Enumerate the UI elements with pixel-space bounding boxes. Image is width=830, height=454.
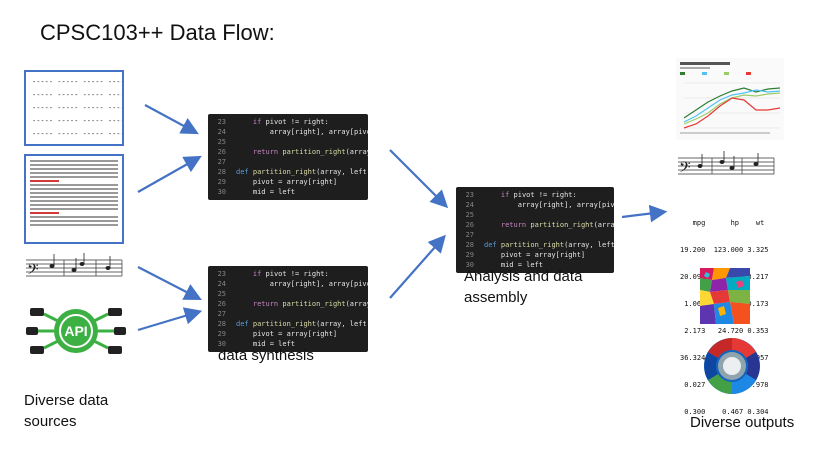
arrow-music-to-code2 xyxy=(137,266,202,301)
arrow-code1-to-code3 xyxy=(389,149,449,209)
code-line: 30 mid = left xyxy=(208,187,368,197)
line-number: 26 xyxy=(217,148,226,156)
source-sheet-music-image: 𝄢 xyxy=(26,253,123,282)
output-voronoi-mosaic xyxy=(700,268,750,324)
line-number: 25 xyxy=(217,138,226,146)
code-text: def partition_right(array, left, right, xyxy=(484,241,614,249)
code-line: 27 xyxy=(208,157,368,167)
code-line: 24 array[right], array[pivot] = ar xyxy=(208,279,368,289)
output-sheet-music: 𝄢 xyxy=(678,151,775,180)
code-text: def partition_right(array, left, right, xyxy=(236,168,368,176)
code-line: 28 def partition_right(array, left, right… xyxy=(456,240,614,250)
code-text: return partition_right(array, left, xyxy=(252,148,368,156)
code-text: array[right], array[pivot] = ar xyxy=(269,128,368,136)
source-table-thumbnail: ----- ----- ----- ----- ----- ----- ----… xyxy=(24,70,124,146)
code-line: 23 if pivot != right: xyxy=(456,190,614,200)
dashed-table: ----- ----- ----- ----- ----- ----- ----… xyxy=(32,78,122,138)
code-text: if pivot != right: xyxy=(252,270,329,278)
line-number: 27 xyxy=(465,231,474,239)
code-text: return partition_right(array, left, xyxy=(500,221,614,229)
code-line: 30 mid = left xyxy=(208,339,368,349)
line-number: 23 xyxy=(217,270,226,278)
code-text: return partition_right(array, left, xyxy=(252,300,368,308)
code-text: array[right], array[pivot] = ar xyxy=(269,280,368,288)
code-line: 23 if pivot != right: xyxy=(208,117,368,127)
table-row: 2.173 24.720 0.353 xyxy=(680,327,769,335)
analysis-label: Analysis and data assembly xyxy=(464,268,583,306)
code-line: 24 array[right], array[pivot] = ar xyxy=(456,200,614,210)
line-number: 28 xyxy=(217,320,226,328)
line-number: 23 xyxy=(217,118,226,126)
line-number: 26 xyxy=(465,221,474,229)
line-number: 29 xyxy=(217,178,226,186)
code-line: 25 xyxy=(208,289,368,299)
line-number: 25 xyxy=(217,290,226,298)
line-number: 28 xyxy=(465,241,474,249)
api-icon: API xyxy=(26,308,126,354)
code-line: 27 xyxy=(208,309,368,319)
code-line: 28 def partition_right(array, left, right… xyxy=(208,319,368,329)
code-text: def partition_right(array, left, right, xyxy=(236,320,368,328)
code-line: 26 return partition_right(array, left, xyxy=(456,220,614,230)
code-line: 30 mid = left xyxy=(456,260,614,270)
code-line: 23 if pivot != right: xyxy=(208,269,368,279)
arrow-table-to-code1 xyxy=(144,104,199,135)
code-line: 29 pivot = array[right] xyxy=(208,329,368,339)
line-number: 28 xyxy=(217,168,226,176)
line-number: 24 xyxy=(465,201,474,209)
api-label: API xyxy=(64,323,87,339)
code-text: pivot = array[right] xyxy=(484,251,586,259)
line-number: 27 xyxy=(217,310,226,318)
code-text: pivot = array[right] xyxy=(236,330,338,338)
source-text-document xyxy=(24,154,124,244)
arrow-code3-to-outputs xyxy=(621,204,668,223)
arrow-api-to-code2 xyxy=(137,307,203,332)
code-line: 26 return partition_right(array, left, xyxy=(208,299,368,309)
code-line: 25 xyxy=(456,210,614,220)
code-panel-1: 23 if pivot != right:24 array[right], ar… xyxy=(208,114,368,200)
line-number: 25 xyxy=(465,211,474,219)
outputs-label: Diverse outputs xyxy=(690,414,795,431)
code-text: pivot = array[right] xyxy=(236,178,338,186)
arrow-code2-to-code3 xyxy=(389,234,446,299)
synthesis-label: data synthesis xyxy=(218,347,314,364)
output-sunburst-chart xyxy=(704,338,760,394)
code-line: 26 return partition_right(array, left, xyxy=(208,147,368,157)
line-number: 26 xyxy=(217,300,226,308)
page-title: CPSC103++ Data Flow: xyxy=(40,20,275,45)
code-text: mid = left xyxy=(236,340,296,348)
line-number: 29 xyxy=(217,330,226,338)
code-panel-2: 23 if pivot != right:24 array[right], ar… xyxy=(208,266,368,352)
line-number: 29 xyxy=(465,251,474,259)
line-number: 24 xyxy=(217,128,226,136)
code-text: array[right], array[pivot] = ar xyxy=(517,201,614,209)
code-panel-3: 23 if pivot != right:24 array[right], ar… xyxy=(456,187,614,273)
line-number: 30 xyxy=(465,261,474,269)
code-line: 29 pivot = array[right] xyxy=(208,177,368,187)
code-line: 29 pivot = array[right] xyxy=(456,250,614,260)
table-row: 0.300 0.467 0.304 xyxy=(680,408,769,416)
sources-label: Diverse data sources xyxy=(24,392,109,430)
code-text: mid = left xyxy=(484,261,544,269)
table-row: 19.200 123.000 3.325 xyxy=(680,246,769,254)
code-line: 27 xyxy=(456,230,614,240)
code-line: 28 def partition_right(array, left, right… xyxy=(208,167,368,177)
line-number: 23 xyxy=(465,191,474,199)
code-line: 25 xyxy=(208,137,368,147)
code-text: if pivot != right: xyxy=(500,191,577,199)
code-text: if pivot != right: xyxy=(252,118,329,126)
table-header: mpg hp wt xyxy=(680,219,765,227)
arrow-text-to-code1 xyxy=(137,155,202,193)
svg-text:𝄢: 𝄢 xyxy=(27,261,39,282)
code-text: mid = left xyxy=(236,188,296,196)
line-number: 30 xyxy=(217,340,226,348)
code-line: 24 array[right], array[pivot] = ar xyxy=(208,127,368,137)
line-number: 27 xyxy=(217,158,226,166)
line-number: 30 xyxy=(217,188,226,196)
output-line-chart xyxy=(676,58,784,140)
line-number: 24 xyxy=(217,280,226,288)
svg-text:𝄢: 𝄢 xyxy=(679,159,691,180)
